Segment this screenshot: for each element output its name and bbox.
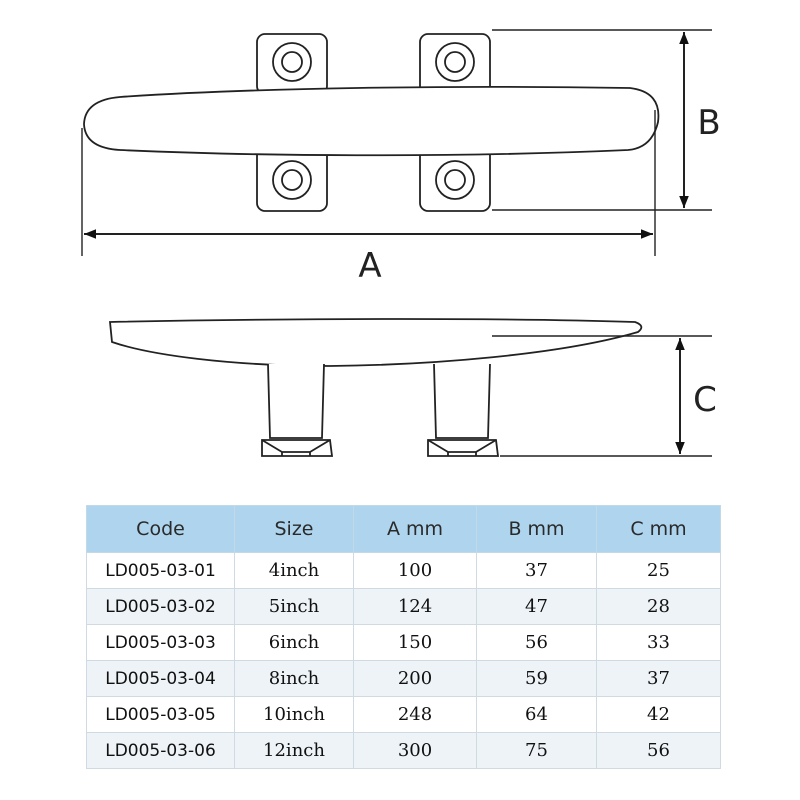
cleat-leg-left xyxy=(267,363,325,439)
table-row: LD005-03-01 4inch 100 37 25 xyxy=(86,552,721,589)
cell-b-mm: 47 xyxy=(476,588,597,625)
cleat-body-side xyxy=(109,318,643,367)
cell-size: 6inch xyxy=(234,624,354,661)
cell-code: LD005-03-05 xyxy=(86,696,235,733)
cell-a-mm: 150 xyxy=(353,624,477,661)
table-row: LD005-03-03 6inch 150 56 33 xyxy=(86,624,721,661)
dimension-label-a: A xyxy=(358,246,381,286)
table-row: LD005-03-04 8inch 200 59 37 xyxy=(86,660,721,697)
cleat-top-view xyxy=(83,33,660,212)
cell-b-mm: 37 xyxy=(476,552,597,589)
cell-c-mm: 56 xyxy=(596,732,721,769)
cell-b-mm: 64 xyxy=(476,696,597,733)
table-header-row: Code Size A mm B mm C mm xyxy=(86,505,721,553)
table-row: LD005-03-05 10inch 248 64 42 xyxy=(86,696,721,733)
cell-a-mm: 300 xyxy=(353,732,477,769)
dimension-label-c: C xyxy=(693,380,717,420)
cell-b-mm: 56 xyxy=(476,624,597,661)
cell-code: LD005-03-04 xyxy=(86,660,235,697)
cell-a-mm: 248 xyxy=(353,696,477,733)
cell-c-mm: 37 xyxy=(596,660,721,697)
cell-code: LD005-03-03 xyxy=(86,624,235,661)
cleat-body-top xyxy=(83,85,660,157)
cell-c-mm: 25 xyxy=(596,552,721,589)
cell-a-mm: 124 xyxy=(353,588,477,625)
cell-code: LD005-03-02 xyxy=(86,588,235,625)
dimension-a xyxy=(81,110,656,256)
cleat-side-view xyxy=(109,318,643,457)
cell-size: 12inch xyxy=(234,732,354,769)
cell-a-mm: 100 xyxy=(353,552,477,589)
cell-c-mm: 28 xyxy=(596,588,721,625)
cell-c-mm: 42 xyxy=(596,696,721,733)
table-row: LD005-03-02 5inch 124 47 28 xyxy=(86,588,721,625)
screw-holes xyxy=(272,42,475,200)
table-row: LD005-03-06 12inch 300 75 56 xyxy=(86,732,721,769)
cell-size: 5inch xyxy=(234,588,354,625)
header-b-mm: B mm xyxy=(476,505,597,553)
cell-code: LD005-03-06 xyxy=(86,732,235,769)
header-size: Size xyxy=(234,505,354,553)
cell-c-mm: 33 xyxy=(596,624,721,661)
dimension-c xyxy=(492,335,712,457)
cell-a-mm: 200 xyxy=(353,660,477,697)
cell-size: 10inch xyxy=(234,696,354,733)
cell-size: 8inch xyxy=(234,660,354,697)
cell-code: LD005-03-01 xyxy=(86,552,235,589)
dimension-label-b: B xyxy=(697,103,720,143)
cell-b-mm: 59 xyxy=(476,660,597,697)
dimension-b xyxy=(492,29,712,211)
cell-b-mm: 75 xyxy=(476,732,597,769)
cleat-technical-drawing: A B C xyxy=(81,29,721,457)
cell-size: 4inch xyxy=(234,552,354,589)
header-a-mm: A mm xyxy=(353,505,477,553)
cleat-base-left xyxy=(261,439,334,457)
cleat-base-right xyxy=(427,439,500,457)
header-code: Code xyxy=(86,505,235,553)
cleat-leg-right xyxy=(433,363,491,439)
header-c-mm: C mm xyxy=(596,505,721,553)
specification-table: Code Size A mm B mm C mm LD005-03-01 4in… xyxy=(86,505,721,769)
